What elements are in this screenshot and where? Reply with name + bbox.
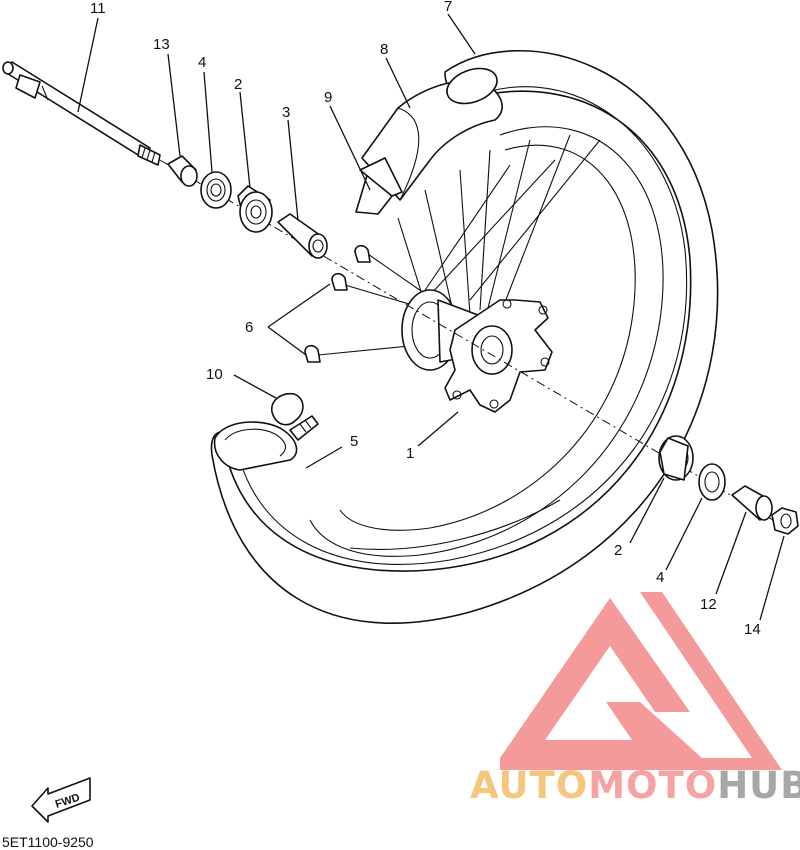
oil-seal-right [698,463,726,501]
axle [2,61,161,166]
svg-text:AUTOMOTOHUB: AUTOMOTOHUB [470,764,800,807]
callout-7: 7 [444,0,452,15]
callout-11: 11 [90,0,106,17]
logo-word-moto: MOTO [588,764,717,807]
collar-13 [167,155,198,187]
callout-5: 5 [350,433,358,450]
rim-lock [355,157,403,215]
callout-1: 1 [406,445,414,462]
leader-lines [77,13,785,621]
callout-12: 12 [700,596,717,613]
logo-word-hub: HUB [717,764,800,807]
bolts [304,244,371,363]
logo-triangle-mark [500,592,782,770]
callout-10: 10 [206,366,223,383]
callout-4-left: 4 [198,54,206,71]
automotohub-logo: AUTOMOTOHUB [470,592,800,807]
bearing-left [237,185,273,233]
hub [401,289,553,413]
logo-word-auto: AUTO [470,764,588,807]
collar-12 [731,485,773,521]
callout-13: 13 [153,36,170,53]
drawing-code: 5ET1100-9250 [2,834,94,850]
fwd-arrow-icon: FWD [31,777,91,823]
valve-cap [271,392,304,426]
callout-3: 3 [282,104,290,121]
callout-6: 6 [245,319,253,336]
callout-14: 14 [744,621,761,638]
callout-2-left: 2 [234,76,242,93]
tube [213,415,319,471]
oil-seal-left [200,171,232,209]
axle-nut [771,507,799,535]
callout-8: 8 [380,41,388,58]
bearing-right [658,435,694,481]
callouts: 11 7 13 4 2 8 9 3 6 10 5 1 2 4 12 14 [90,0,761,638]
distance-collar [277,213,328,259]
callout-9: 9 [324,89,332,106]
callout-2-right: 2 [614,542,622,559]
spokes [317,134,601,356]
rim-band [361,67,503,201]
callout-4-right: 4 [656,569,664,586]
